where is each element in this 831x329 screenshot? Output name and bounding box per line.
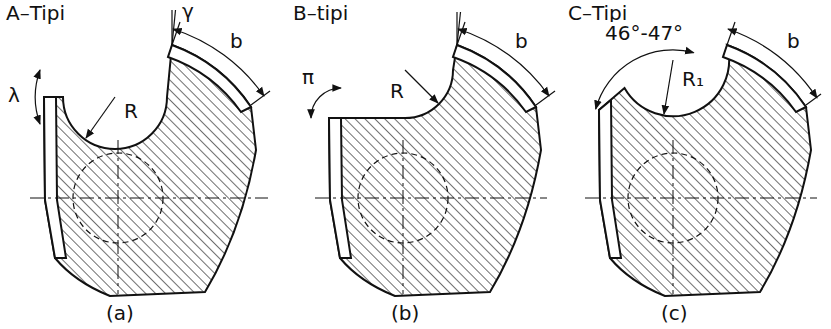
radius-label: R₁ — [680, 68, 706, 90]
extension-line — [457, 22, 465, 45]
center-line — [315, 198, 547, 199]
drill-body — [329, 45, 541, 296]
radius-label: R — [388, 80, 406, 102]
dimension-label: b — [513, 30, 530, 52]
heel-band — [329, 118, 351, 258]
profile-b — [311, 12, 555, 296]
subfigure-label: (a) — [104, 302, 136, 324]
type-title: A–Tipi — [4, 2, 67, 24]
radius-leader — [664, 60, 673, 114]
angle-arc — [596, 50, 694, 109]
angle-label: λ — [6, 84, 22, 106]
drill-body — [599, 45, 811, 296]
angle-label: γ — [180, 0, 196, 22]
type-title: B–tipi — [291, 2, 350, 24]
dimension-label: b — [785, 30, 802, 52]
radius-leader — [405, 70, 438, 103]
land-band — [453, 45, 536, 112]
center-line — [585, 198, 817, 199]
land-band — [723, 45, 806, 112]
extension-line — [251, 91, 270, 105]
extension-line — [536, 91, 555, 105]
subfigure-label: (c) — [659, 302, 690, 324]
center-line — [30, 198, 268, 199]
drill-body — [44, 45, 256, 296]
angle-arc — [35, 70, 40, 124]
type-title: C–Tipi — [566, 2, 629, 24]
angle-label: π — [300, 66, 316, 88]
angle-label: 46°-47° — [603, 22, 685, 44]
profile-a — [30, 10, 270, 296]
subfigure-label: (b) — [389, 302, 421, 324]
center-line — [403, 140, 404, 294]
radius-leader — [86, 97, 115, 138]
dimension-arc — [728, 29, 817, 98]
extension-line — [172, 22, 180, 45]
profile-c — [585, 22, 821, 296]
dimension-label: b — [228, 30, 245, 52]
extension-line — [806, 94, 821, 105]
extension-line — [727, 22, 735, 45]
dimension-arc — [173, 29, 264, 96]
center-line — [673, 140, 674, 294]
radius-label: R — [122, 100, 140, 122]
dimension-arc — [458, 29, 549, 96]
heel-band — [599, 100, 621, 258]
center-line — [118, 140, 119, 294]
angle-arc — [311, 88, 341, 118]
land-band — [168, 45, 251, 112]
heel-band — [44, 97, 66, 258]
